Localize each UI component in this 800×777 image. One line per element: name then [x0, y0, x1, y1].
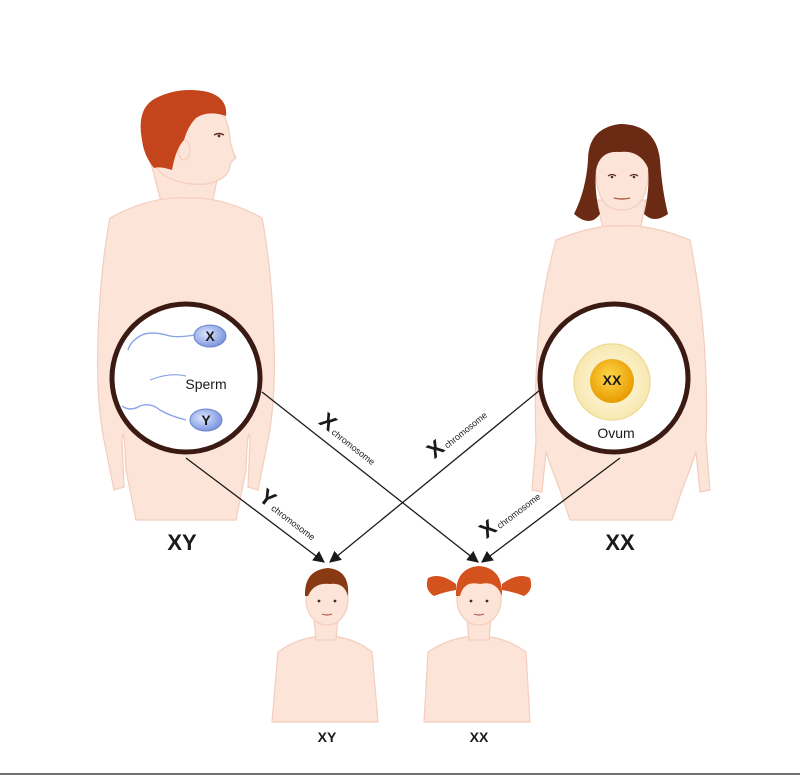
label-mother-to-boy: Xchromosome	[422, 401, 491, 464]
sperm-label: Sperm	[185, 376, 226, 392]
ovum-label: Ovum	[597, 425, 634, 441]
sperm-y-letter: Y	[201, 412, 211, 428]
sperm-head-x	[193, 324, 227, 348]
sperm-tail-1	[127, 332, 201, 351]
girl-pigtail-left	[426, 576, 456, 596]
svg-text:Xchromosome: Xchromosome	[474, 482, 544, 543]
male-hair	[140, 90, 227, 170]
female-hair	[574, 124, 668, 221]
ovum-chromosomes: XX	[603, 372, 622, 388]
arrow-mother-to-girl	[481, 457, 621, 563]
sperm-head-y	[189, 408, 223, 432]
ovum-nucleus	[590, 359, 634, 403]
boy-figure: XY	[271, 568, 379, 745]
svg-text:Xchromosome: Xchromosome	[422, 401, 491, 464]
sperm-x-letter: X	[205, 328, 215, 344]
arrow-mother-to-boy	[329, 389, 541, 563]
girl-hair	[455, 566, 503, 596]
sperm-tail-2	[121, 403, 187, 421]
mother-genotype-label: XX	[605, 530, 635, 555]
girl-pigtail-right	[502, 576, 532, 596]
father-genotype-label: XY	[167, 530, 197, 555]
boy-genotype-label: XY	[318, 729, 337, 745]
girl-figure: XX	[423, 566, 532, 745]
label-mother-to-girl: Xchromosome	[474, 482, 544, 543]
girl-genotype-label: XX	[470, 729, 489, 745]
ovum-inset: XX Ovum	[537, 301, 691, 455]
sperm-inset: X Y Sperm	[109, 301, 263, 455]
boy-hair	[304, 568, 349, 596]
arrow-father-to-boy	[185, 457, 325, 563]
arrow-father-to-girl	[261, 391, 479, 563]
